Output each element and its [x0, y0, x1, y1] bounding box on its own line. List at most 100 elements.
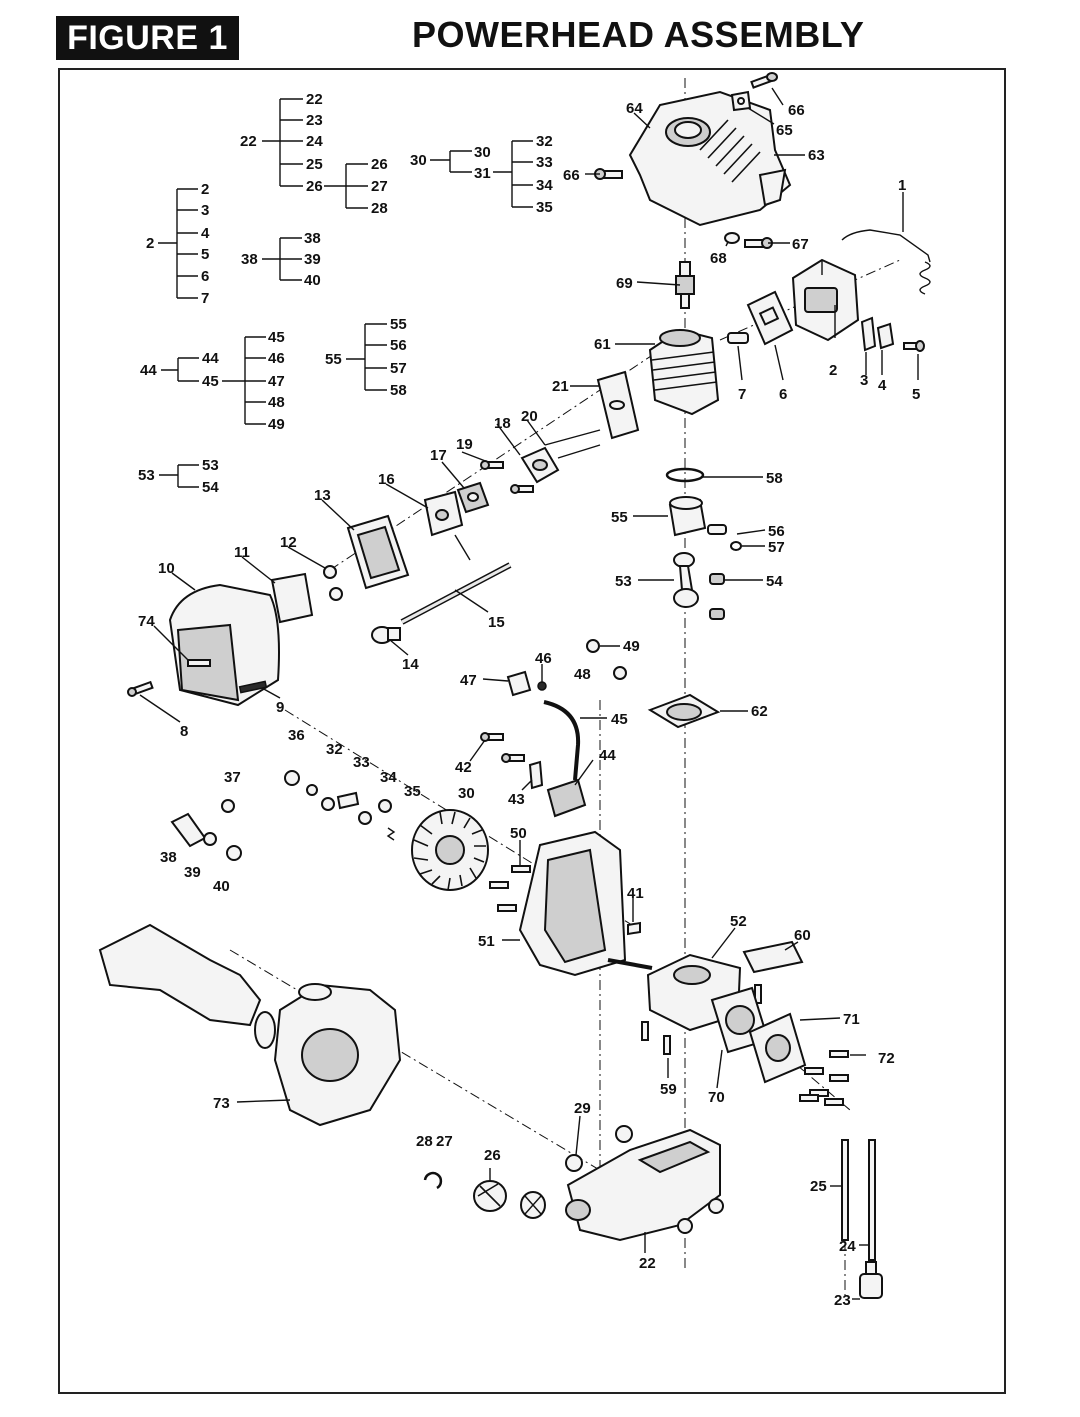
- kit-45-item-47: 47: [268, 373, 285, 390]
- kit-45-item-48: 48: [268, 394, 285, 411]
- kit-45-item-46: 46: [268, 350, 285, 367]
- callout-45: 45: [611, 711, 628, 728]
- callout-69: 69: [616, 275, 633, 292]
- callout-52: 52: [730, 913, 747, 930]
- kit-22-item-25: 25: [306, 156, 323, 173]
- diagram-frame: [58, 68, 1006, 1394]
- starter-housing: [98, 923, 402, 1127]
- piston-ring: [665, 467, 705, 483]
- nut-12: [323, 565, 343, 601]
- callout-17: 17: [430, 447, 447, 464]
- crankcase-half-51: [518, 830, 627, 977]
- nut-40: [226, 845, 242, 861]
- rod-bearings: [709, 573, 725, 620]
- flywheel: [411, 809, 489, 891]
- kit-30-item-30: 30: [474, 144, 491, 161]
- callout-2: 2: [829, 362, 837, 379]
- callout-6: 6: [779, 386, 787, 403]
- intake-gasket: [596, 370, 640, 440]
- muffler-plate-3: [860, 316, 877, 352]
- muffler-gasket: [746, 290, 794, 346]
- callout-34: 34: [380, 769, 397, 786]
- callout-9: 9: [276, 699, 284, 716]
- kit-26-item-27: 27: [371, 178, 388, 195]
- callout-15: 15: [488, 614, 505, 631]
- kit-53-item-53: 53: [202, 457, 219, 474]
- screw-66-top: [750, 72, 778, 89]
- cover-screw-74: [187, 659, 211, 667]
- callout-40: 40: [213, 878, 230, 895]
- callout-60: 60: [794, 927, 811, 944]
- callout-58: 58: [766, 470, 783, 487]
- cap-seal-27: [520, 1191, 546, 1219]
- ignition-lead: [506, 670, 581, 781]
- kit-26-item-26: 26: [371, 156, 388, 173]
- throttle-wire: [841, 229, 931, 295]
- kit-26-item-28: 28: [371, 200, 388, 217]
- callout-37: 37: [224, 769, 241, 786]
- kit-31-item-32: 32: [536, 133, 553, 150]
- callout-3: 3: [860, 372, 868, 389]
- kit-55-item-58: 58: [390, 382, 407, 399]
- exhaust-seal: [727, 332, 749, 344]
- kit-22-item-23: 23: [306, 112, 323, 129]
- fuel-filter-23: [859, 1261, 883, 1299]
- ignition-module: [546, 778, 587, 818]
- callout-59: 59: [660, 1081, 677, 1098]
- kit-53-parent: 53: [138, 467, 155, 484]
- callout-74: 74: [138, 613, 155, 630]
- muffler-screw-5: [903, 340, 925, 352]
- screw-42: [480, 732, 525, 763]
- callout-8: 8: [180, 723, 188, 740]
- kit-30-parent: 30: [410, 152, 427, 169]
- callout-42: 42: [455, 759, 472, 776]
- air-filter-element: [270, 572, 314, 624]
- kit-31-item-35: 35: [536, 199, 553, 216]
- callout-25: 25: [810, 1178, 827, 1195]
- spring-35: [386, 827, 396, 841]
- kit-30-item-31: 31: [474, 165, 491, 182]
- callout-12: 12: [280, 534, 297, 551]
- bumper-29: [565, 1125, 633, 1172]
- callout-53: 53: [615, 573, 632, 590]
- kit-38-parent: 38: [241, 251, 258, 268]
- kit-tree-53: 53 53 54: [138, 457, 219, 496]
- woodruff-key: [627, 921, 641, 936]
- kit-tree-2: 2 2 3 4 5 6 7: [146, 181, 210, 307]
- pawl-33: [336, 791, 360, 810]
- callout-labels: 1 2 3 4 5 6 7 8 9 10 11 12 13 14 15 16 1…: [138, 100, 920, 1309]
- ground-wire-43: [528, 760, 544, 790]
- washer-34: [358, 799, 392, 825]
- callout-11: 11: [234, 544, 250, 561]
- spacer-38: [170, 812, 207, 848]
- callout-20: 20: [521, 408, 538, 425]
- callout-65: 65: [776, 122, 793, 139]
- kit-22-item-24: 24: [306, 133, 323, 150]
- piston: [668, 496, 707, 537]
- leader-lines: [139, 87, 919, 1300]
- callout-44: 44: [599, 747, 616, 764]
- callout-63: 63: [808, 147, 825, 164]
- air-filter-base: [346, 514, 410, 590]
- callout-68: 68: [710, 250, 727, 267]
- callout-7: 7: [738, 386, 746, 403]
- callout-32: 32: [326, 741, 343, 758]
- callout-39: 39: [184, 864, 201, 881]
- callout-47: 47: [460, 672, 477, 689]
- callout-18: 18: [494, 415, 511, 432]
- callout-36: 36: [288, 727, 305, 744]
- callout-23: 23: [834, 1292, 851, 1309]
- kit-tree-38: 38 38 39 40: [241, 230, 321, 289]
- callout-33: 33: [353, 754, 370, 771]
- fuel-cap-26: [473, 1180, 507, 1212]
- callout-10: 10: [158, 560, 175, 577]
- callout-62: 62: [751, 703, 768, 720]
- callout-43: 43: [508, 791, 525, 808]
- kit-tree-44: 44 44 45 45 46 47 48 49: [140, 329, 285, 433]
- callout-61: 61: [594, 336, 611, 353]
- kit-tree-22: 22 22 23 24 25 26 26 27 28: [240, 91, 388, 217]
- kit-2-item-5: 5: [201, 246, 209, 263]
- washer-32: [306, 784, 335, 811]
- callout-54: 54: [766, 573, 783, 590]
